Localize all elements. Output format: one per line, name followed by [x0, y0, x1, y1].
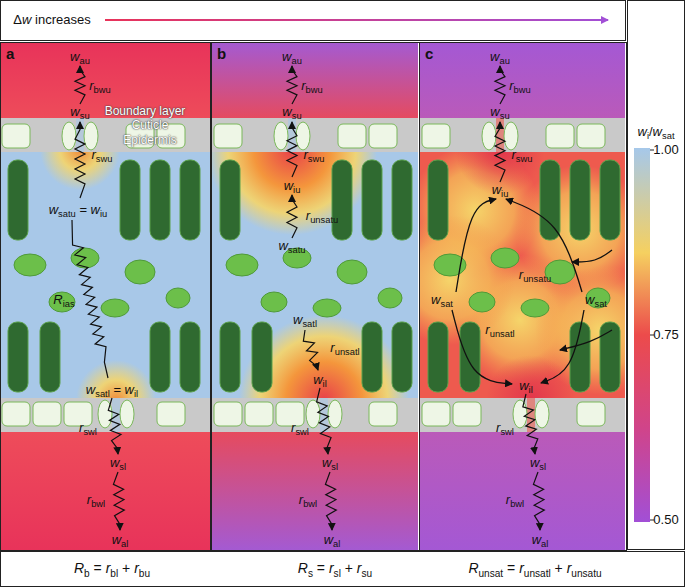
leaf-section [207, 42, 418, 550]
gradient-arrow [105, 19, 608, 21]
axis-title: Δw increases [13, 13, 90, 27]
panel-letter: c [425, 45, 433, 62]
resistor-symbol [75, 122, 85, 198]
variable-label: wau [282, 50, 302, 64]
flow-arrow [560, 330, 612, 350]
resistor-symbol [113, 472, 124, 530]
resistor-symbol [108, 398, 121, 454]
flow-arrow [541, 310, 584, 383]
top-box [1, 1, 626, 41]
variable-label: rswl [496, 421, 514, 435]
resistor-symbol [303, 330, 318, 370]
flow-arrow [456, 199, 496, 292]
variable-label: rswu [512, 148, 533, 162]
variable-label: Rias [53, 293, 74, 307]
variable-label: wau [490, 50, 510, 64]
resistor-symbol [495, 66, 505, 104]
variable-label: wsatl = wil [86, 383, 138, 397]
variable-label: wau [70, 50, 90, 64]
formula: Runsat = runsatl + runsatu [468, 561, 601, 576]
variable-label: wsl [530, 456, 546, 470]
formula-box [1, 552, 685, 587]
formula: Rs = rsl + rsu [298, 561, 372, 576]
colorbar-title: wi/wsat [638, 125, 675, 139]
variable-label: rbwl [299, 493, 317, 507]
resistor-symbol [287, 195, 297, 238]
resistor-symbol [533, 472, 544, 530]
resistor-symbol [287, 122, 297, 177]
colorbar-box [628, 1, 685, 550]
variable-label: wsatl [293, 313, 317, 327]
variable-label: rbwu [509, 79, 531, 93]
resistor-symbol [72, 220, 108, 378]
variable-label: wsat [585, 293, 607, 307]
variable-label: wsu [70, 105, 89, 119]
variable-label: wiu [284, 179, 301, 193]
variable-label: wil [519, 379, 533, 393]
variable-label: wsl [110, 456, 126, 470]
variable-label: wal [532, 533, 549, 547]
resistor-symbol [75, 66, 85, 104]
panel-letter: b [217, 45, 226, 62]
resistor-symbol [325, 472, 336, 530]
leaf-section [0, 42, 210, 550]
variable-label: wal [324, 533, 341, 547]
leaf-section [385, 42, 665, 550]
variable-label: rswu [304, 148, 325, 162]
tick-label: 0.50 [653, 513, 678, 527]
formula: Rb = rbl + rbu [74, 561, 150, 576]
variable-label: rswl [79, 421, 97, 435]
variable-label: wsatu = wiu [49, 203, 108, 217]
variable-label: runsatu [519, 268, 551, 282]
variable-label: runsatl [485, 323, 514, 337]
resistor-symbol [317, 388, 331, 454]
flow-arrow [572, 250, 612, 262]
panel-letter: a [6, 45, 14, 62]
variable-label: wsu [282, 105, 301, 119]
panel: c [419, 42, 627, 551]
resistor-symbol [523, 394, 538, 454]
resistor-symbol [287, 66, 297, 104]
variable-label: rbwl [87, 493, 105, 507]
colorbar [634, 148, 650, 522]
variable-label: runsatu [306, 209, 338, 223]
resistor-symbol [495, 122, 505, 182]
variable-label: wsu [490, 105, 509, 119]
variable-label: rswl [291, 421, 309, 435]
variable-label: wsl [322, 456, 338, 470]
variable-label: rbwl [506, 493, 524, 507]
variable-label: rswu [92, 148, 113, 162]
variable-label: rbwu [301, 79, 323, 93]
layer-label: Epidermis [123, 134, 176, 147]
layer-label: Cuticle [132, 119, 169, 132]
variable-label: wil [313, 373, 327, 387]
flow-arrow [506, 199, 582, 292]
panel: b [211, 42, 420, 551]
flow-arrow [452, 310, 512, 384]
variable-label: wal [112, 533, 129, 547]
tick-label: 0.75 [653, 328, 678, 342]
variable-label: wsat [431, 293, 453, 307]
variable-label: wsatu [278, 239, 305, 253]
tick-label: 1.00 [653, 143, 678, 157]
variable-label: rbwu [89, 79, 111, 93]
variable-label: runsatl [330, 341, 359, 355]
variable-label: wiu [492, 183, 509, 197]
layer-label: Boundary layer [105, 105, 186, 118]
